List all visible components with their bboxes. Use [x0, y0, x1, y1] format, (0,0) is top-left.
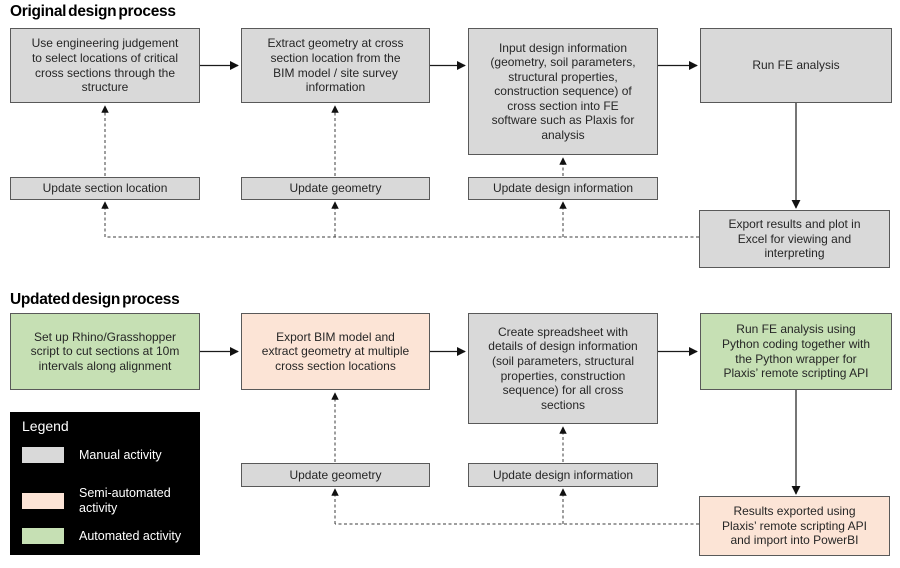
updated-results-powerbi-box: Results exported using Plaxis’ remote sc… — [699, 496, 890, 556]
original-update-section-location-box: Update section location — [10, 177, 200, 200]
updated-step-rhino-script-box: Set up Rhino/Grasshopper script to cut s… — [10, 313, 200, 390]
legend-title: Legend — [22, 418, 69, 434]
original-update-geometry-box: Update geometry — [241, 177, 430, 200]
original-step-run-fe-box: Run FE analysis — [700, 28, 892, 103]
semi-automated-activity-swatch — [22, 492, 64, 509]
original-update-design-information-box: Update design information — [468, 177, 658, 200]
updated-step-create-spreadsheet-box: Create spreadsheet with details of desig… — [468, 313, 658, 424]
semi-automated-activity-label: Semi-automated activity — [79, 486, 171, 515]
automated-activity-label: Automated activity — [79, 528, 182, 543]
original-step-select-sections-box: Use engineering judgement to select loca… — [10, 28, 200, 103]
original-step-input-design-box: Input design information (geometry, soil… — [468, 28, 658, 155]
updated-step-run-fe-python-box: Run FE analysis using Python coding toge… — [700, 313, 892, 390]
updated-update-design-information-box: Update design information — [468, 463, 658, 487]
original-process-title: Original design process — [10, 3, 176, 20]
manual-activity-label: Manual activity — [79, 447, 162, 462]
original-step-extract-geometry-box: Extract geometry at cross section locati… — [241, 28, 430, 103]
original-export-results-box: Export results and plot in Excel for vie… — [699, 210, 890, 268]
automated-activity-swatch — [22, 528, 64, 544]
updated-update-geometry-box: Update geometry — [241, 463, 430, 487]
updated-process-title: Updated design process — [10, 291, 180, 308]
legend-item-automated: Automated activity — [22, 528, 181, 544]
legend-item-manual: Manual activity — [22, 447, 162, 463]
updated-step-export-bim-box: Export BIM model and extract geometry at… — [241, 313, 430, 390]
manual-activity-swatch — [22, 447, 64, 463]
legend-box: Legend Manual activity Semi-automated ac… — [10, 412, 200, 555]
legend-item-semi-automated: Semi-automated activity — [22, 486, 171, 515]
